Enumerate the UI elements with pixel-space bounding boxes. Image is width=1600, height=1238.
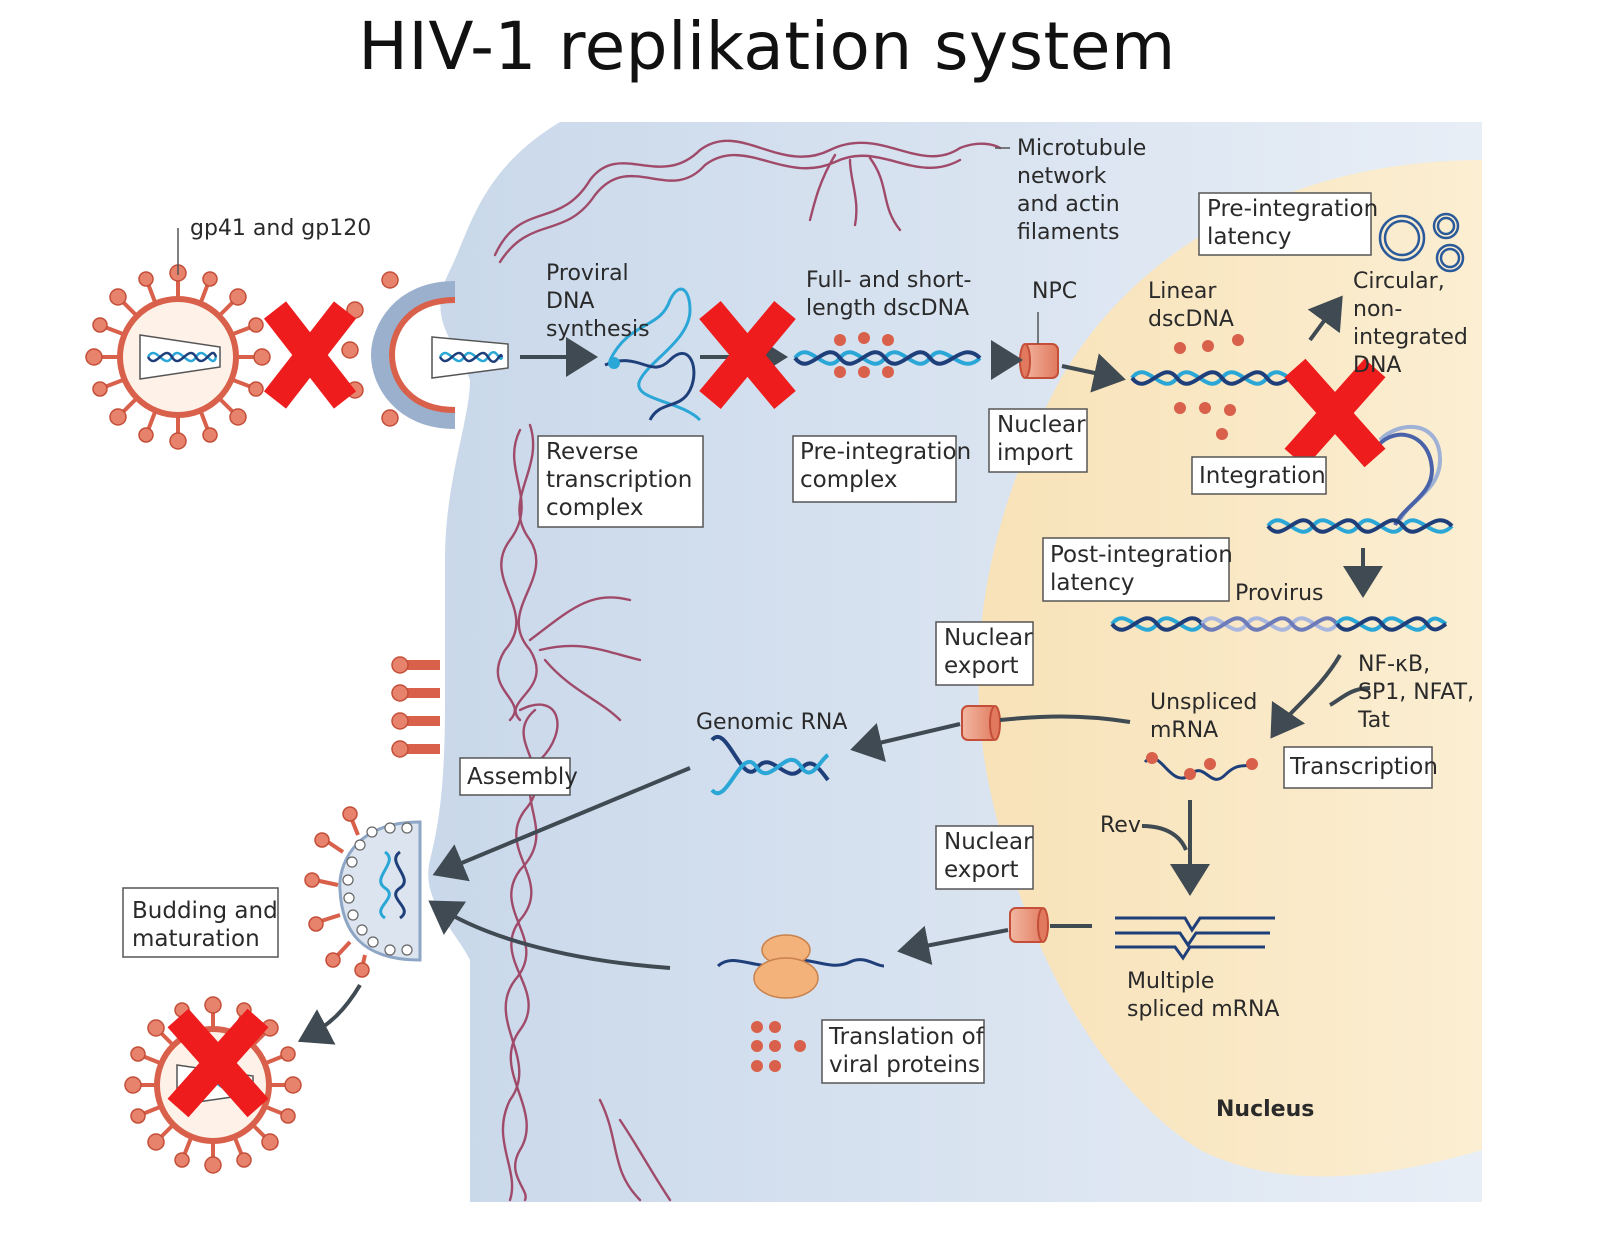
block-cross-icon [263, 301, 357, 409]
reverse-transcription-complex [604, 287, 702, 422]
nuclear-export-box-2: Nuclear export [944, 829, 1040, 883]
proviral-label: Proviral DNA synthesis [546, 261, 650, 342]
microtubule-label: Microtubule network and actin filaments [1017, 136, 1153, 245]
translation-mrna [716, 958, 885, 968]
integration-box: Integration [1199, 463, 1326, 489]
integration-helix [1266, 425, 1454, 534]
budding-virion [304, 806, 422, 978]
label-boxes [122, 192, 1433, 1084]
nuclear-pore-2 [961, 705, 1001, 741]
rev-label: Rev [1100, 813, 1141, 838]
gp-label: gp41 and gp120 [190, 216, 371, 241]
reverse-transcription-box: Reverse transcription complex [546, 439, 700, 521]
linear-dscdna-label: Linear dscDNA [1148, 279, 1234, 332]
multiple-spliced-label: Multiple spliced mRNA [1127, 969, 1279, 1022]
assembly-box: Assembly [467, 764, 578, 790]
block-cross-icon [699, 301, 796, 409]
pre-integration-latency-box: Pre-integration latency [1207, 196, 1386, 250]
block-cross-icon [1284, 358, 1386, 468]
budding-maturation-box: Budding and maturation [132, 898, 285, 952]
nuclear-import-box: Nuclear import [997, 412, 1093, 466]
unspliced-mrna-label: Unspliced mRNA [1150, 690, 1264, 743]
arrows [297, 295, 1383, 1045]
unspliced-mrna [1143, 756, 1256, 781]
viral-proteins [751, 1021, 806, 1072]
pre-integration-complex-box: Pre-integration complex [800, 439, 979, 493]
post-integration-latency-box: Post-integration latency [1050, 542, 1240, 596]
full-short-label: Full- and short- length dscDNA [806, 268, 978, 321]
ribosome-icon [753, 934, 819, 999]
block-cross-icon [167, 1008, 269, 1118]
nuclear-export-box-1: Nuclear export [944, 625, 1040, 679]
virus-particle-1 [85, 264, 271, 450]
nuclear-pore-3 [1009, 907, 1049, 943]
dscdna-helix [793, 350, 982, 366]
nucleus [978, 160, 1482, 1177]
linear-dscdna [1130, 370, 1314, 386]
npc-label: NPC [1032, 279, 1077, 304]
provirus-label: Provirus [1235, 581, 1323, 606]
fusing-virus [341, 271, 509, 429]
translation-box: Translation of viral proteins [828, 1024, 991, 1078]
circular-dna-label: Circular, non- integrated DNA [1353, 269, 1475, 378]
genomic-rna [710, 735, 830, 795]
provirus-helix [1110, 616, 1448, 632]
genomic-rna-label: Genomic RNA [696, 710, 847, 735]
envelope-proteins [405, 660, 440, 754]
transcription-box: Transcription [1289, 754, 1438, 780]
circular-dna-icon [1378, 212, 1465, 273]
nuclear-pore-1 [1019, 343, 1059, 379]
nucleus-label: Nucleus [1216, 1097, 1314, 1122]
page-title: HIV-1 replikation system [358, 8, 1176, 85]
multiple-spliced-mrna [1115, 916, 1275, 961]
transcription-factors-label: NF-κB, SP1, NFAT, Tat [1357, 652, 1481, 733]
